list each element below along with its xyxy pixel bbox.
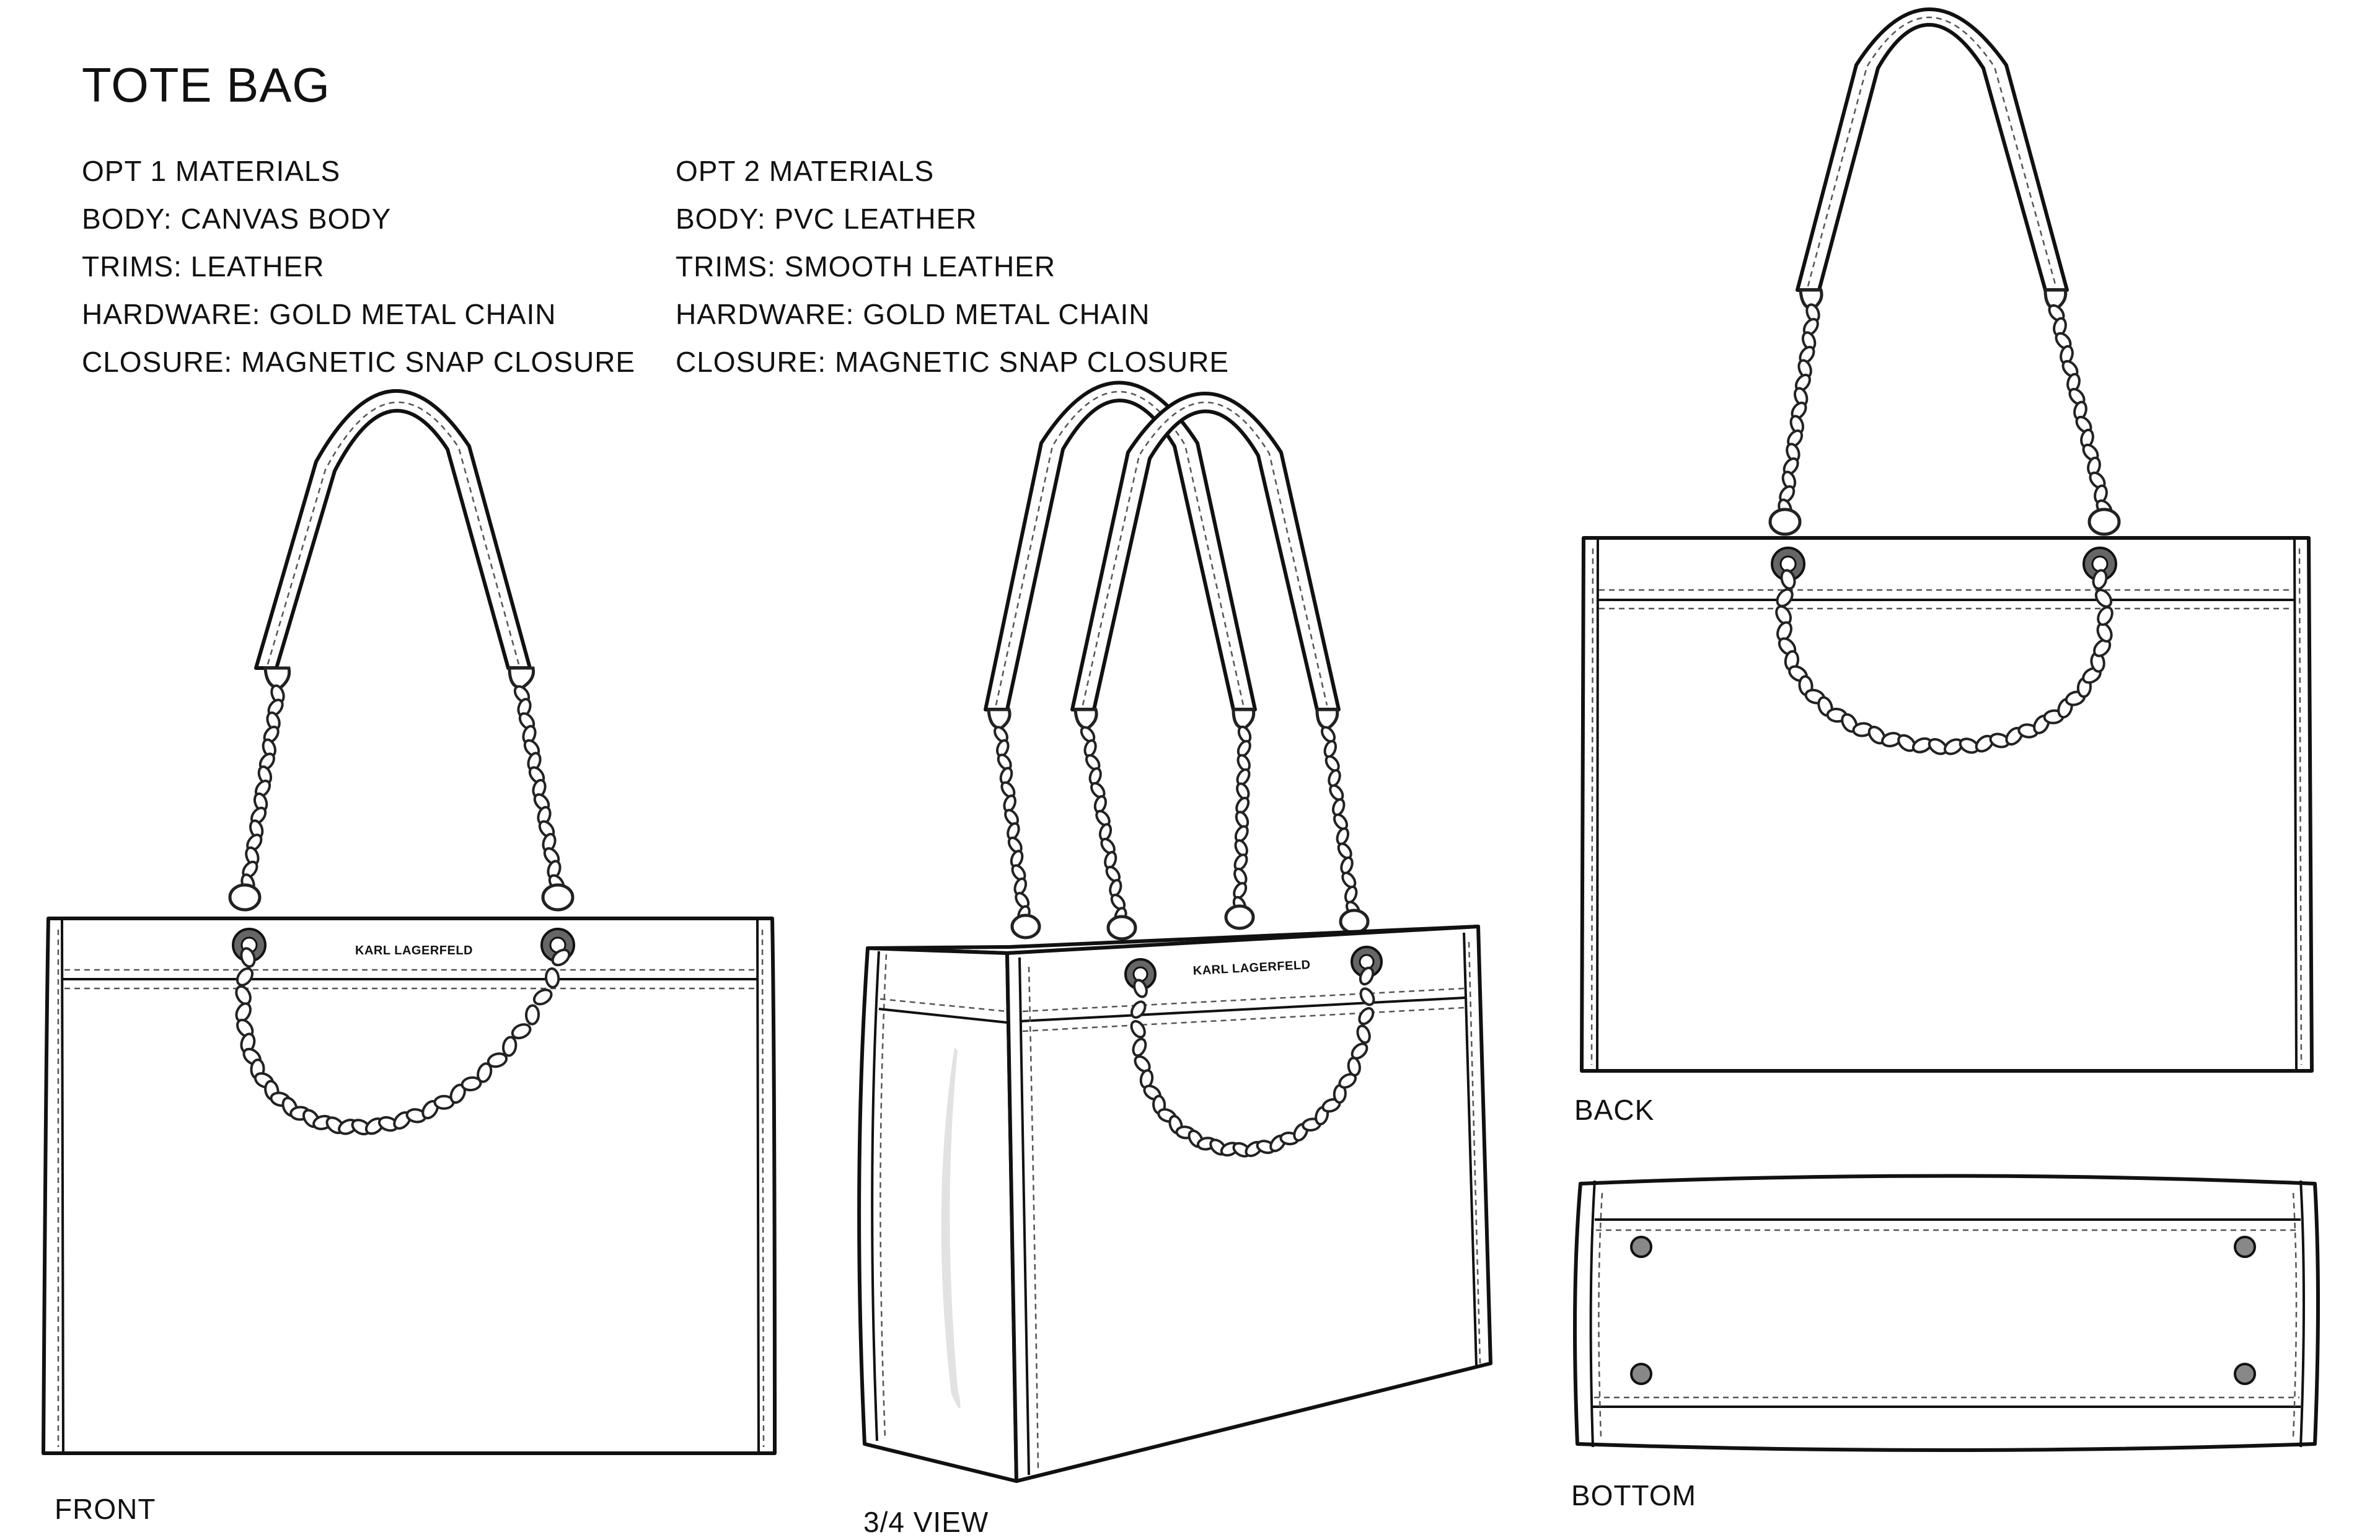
chain-link <box>240 947 256 968</box>
tq-rear-handle <box>984 381 1257 711</box>
bottom-foot-top-left <box>1630 1236 1652 1258</box>
chain-link <box>2097 605 2113 626</box>
front-handle-strap <box>254 389 532 670</box>
front-upper-chain-right <box>513 685 565 892</box>
chain-link <box>477 1062 493 1083</box>
chain-link <box>1780 569 1796 590</box>
three-quarter-view-label: 3/4 VIEW <box>863 1506 989 1538</box>
back-upper-chain-left <box>1778 303 1820 518</box>
opt1-closure: CLOSURE: MAGNETIC SNAP CLOSURE <box>82 346 636 378</box>
tq-front-handle <box>1070 392 1341 711</box>
front-body <box>42 917 777 1455</box>
chain-link <box>524 1004 540 1026</box>
chain-link <box>1132 1037 1147 1057</box>
opt2-materials: OPT 2 MATERIALS BODY: PVC LEATHER TRIMS:… <box>676 147 1229 386</box>
chain-link <box>1351 1042 1368 1060</box>
chain-link <box>2092 569 2108 590</box>
chain-link <box>532 988 553 1006</box>
chain-link <box>487 1052 508 1068</box>
opt1-heading: OPT 1 MATERIALS <box>82 155 341 187</box>
front-d-ring-right <box>508 666 536 690</box>
chain-link <box>511 1023 532 1040</box>
chain-link <box>502 1036 518 1057</box>
chain-link <box>2094 589 2113 608</box>
tq-upper-chain-1 <box>994 726 1031 923</box>
three-quarter-view-bag: KARL LAGERFELD <box>857 381 1492 1483</box>
chain-link <box>1359 987 1375 1006</box>
opt2-trims: TRIMS: SMOOTH LEATHER <box>676 250 1056 283</box>
chain-link <box>1776 588 1794 607</box>
opt1-hardware: HARDWARE: GOLD METAL CHAIN <box>82 298 557 330</box>
back-lower-chain <box>1775 569 2113 755</box>
opt2-body: BODY: PVC LEATHER <box>676 203 977 235</box>
chain-link <box>1359 966 1375 986</box>
opt1-trims: TRIMS: LEATHER <box>82 250 325 283</box>
bottom-foot-top-right <box>2234 1236 2256 1258</box>
front-upper-chain-left <box>240 684 285 893</box>
bottom-view-label: BOTTOM <box>1571 1479 1696 1511</box>
front-ring-right <box>541 883 575 912</box>
front-logo: KARL LAGERFELD <box>355 944 473 957</box>
chain-link <box>1133 979 1148 998</box>
opt1-body: BODY: CANVAS BODY <box>82 203 392 235</box>
tq-side-highlight <box>941 1047 961 1409</box>
tq-front-panel <box>1005 925 1492 1483</box>
tq-lower-chain <box>1130 966 1375 1158</box>
chain-link <box>236 967 254 987</box>
bottom-foot-bottom-left <box>1630 1363 1652 1385</box>
front-view-label: FRONT <box>55 1493 156 1525</box>
chain-link <box>1358 1007 1375 1026</box>
chain-link <box>1130 1000 1147 1019</box>
bottom-panel <box>1573 1174 2320 1452</box>
opt1-materials: OPT 1 MATERIALS BODY: CANVAS BODY TRIMS:… <box>82 147 635 386</box>
front-ring-left <box>228 883 262 912</box>
back-view-bag <box>1580 7 2314 1073</box>
chain-link <box>1356 1024 1371 1044</box>
back-view-label: BACK <box>1574 1094 1655 1126</box>
back-handle-strap <box>1796 7 2069 292</box>
back-body <box>1580 536 2314 1073</box>
bottom-view-bag <box>1573 1174 2320 1452</box>
tq-upper-chain-3 <box>1232 725 1252 914</box>
chain-link <box>1130 1019 1146 1039</box>
back-upper-chain-right <box>2048 304 2113 517</box>
bottom-foot-bottom-right <box>2234 1363 2256 1385</box>
chain-link <box>551 948 571 967</box>
opt2-closure: CLOSURE: MAGNETIC SNAP CLOSURE <box>676 346 1230 378</box>
front-view-bag: KARL LAGERFELD <box>42 389 777 1455</box>
opt2-hardware: HARDWARE: GOLD METAL CHAIN <box>676 298 1150 330</box>
tq-upper-chain-4 <box>1320 726 1361 918</box>
front-lower-chain <box>235 947 571 1136</box>
chain-link <box>461 1076 482 1092</box>
tq-upper-chain-2 <box>1080 726 1127 925</box>
opt2-heading: OPT 2 MATERIALS <box>676 155 935 187</box>
page-title: TOTE BAG <box>82 58 330 112</box>
chain-link <box>545 967 560 988</box>
